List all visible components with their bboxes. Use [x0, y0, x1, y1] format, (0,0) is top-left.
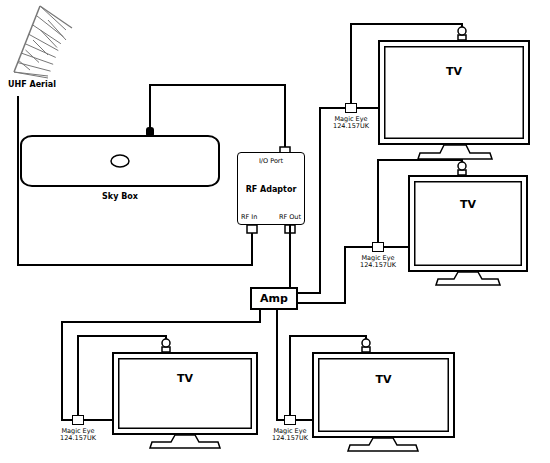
aerial-element: [33, 40, 48, 55]
tv-screen: TV: [378, 40, 530, 145]
rf-adaptor-box: I/O Port RF Adaptor RF In RF Out: [237, 152, 305, 225]
sky-box-label: Sky Box: [102, 192, 138, 201]
magic-eye-box: Magic Eye 124.157UK: [284, 415, 296, 425]
aerial-element: [41, 30, 58, 48]
device-label: RF Adaptor: [246, 185, 297, 194]
tv-screen: TV: [312, 352, 455, 438]
tv-stand: [150, 435, 220, 448]
port-label: RF In: [241, 213, 257, 221]
aerial-element: [26, 50, 40, 63]
drawing-part: [362, 339, 370, 347]
magic-eye-label: Magic Eye 124.157UK: [328, 116, 374, 131]
tv-stand: [348, 438, 418, 451]
drawing-part: [458, 27, 466, 35]
amp-label: Amp: [260, 292, 288, 305]
coax-lead: [84, 419, 112, 421]
magic-eye-box: Magic Eye 124.157UK: [372, 242, 384, 252]
rf-in-port: [247, 225, 257, 233]
coax-lead: [384, 246, 408, 248]
cable-line: [150, 85, 285, 152]
aerial-element: [25, 44, 56, 58]
tv-screen: TV: [112, 352, 258, 435]
tv-label: TV: [446, 65, 462, 78]
aerial-element: [48, 20, 66, 40]
ir-eye: [362, 339, 370, 352]
aerial-element: [18, 60, 30, 70]
cable-connector: [150, 85, 285, 152]
uhf-aerial-illustration: [14, 6, 72, 78]
sky-box: Sky Box: [20, 135, 220, 187]
drawing-part: [162, 339, 170, 347]
drawing-part: [458, 162, 466, 170]
cable-line: [277, 310, 284, 420]
ir-eye: [458, 27, 466, 40]
tv-stand: [436, 272, 500, 285]
aerial-label: UHF Aerial: [8, 80, 56, 89]
aerial-element: [40, 6, 66, 30]
cable-connector: [290, 225, 291, 287]
aerial-element: [33, 25, 61, 44]
tv-label: TV: [460, 198, 476, 211]
tv-stand: [418, 145, 492, 159]
cable-connector: [277, 310, 284, 420]
port-label: RF Out: [279, 213, 301, 221]
aerial-cable: [18, 96, 252, 265]
port-label: I/O Port: [259, 157, 283, 165]
aerial-element: [36, 15, 63, 36]
cable-line: [289, 225, 291, 287]
magic-eye-label: Magic Eye 124.157UK: [55, 428, 101, 443]
magic-eye-label: Magic Eye 124.157UK: [267, 428, 313, 443]
cable-line: [298, 247, 372, 303]
amp-box: Amp: [250, 287, 298, 310]
coax-lead: [296, 419, 312, 421]
aerial-element: [21, 53, 53, 64]
coax-lead: [357, 107, 378, 109]
magic-eye-box: Magic Eye 124.157UK: [72, 415, 84, 425]
ir-eye: [162, 339, 170, 352]
magic-eye-box: Magic Eye 124.157UK: [345, 103, 357, 113]
sky-box-button: [111, 155, 129, 167]
tv-label: TV: [375, 373, 391, 386]
magic-eye-label: Magic Eye 124.157UK: [355, 255, 401, 270]
port-row: RF In RF Out: [241, 213, 301, 221]
aerial-element: [40, 6, 72, 28]
aerial-element: [29, 34, 58, 50]
tv-screen: TV: [408, 175, 528, 272]
ir-eye: [458, 162, 466, 175]
tv-label: TV: [177, 372, 193, 385]
cable-connector: [298, 247, 372, 303]
aerial-element: [14, 72, 48, 78]
